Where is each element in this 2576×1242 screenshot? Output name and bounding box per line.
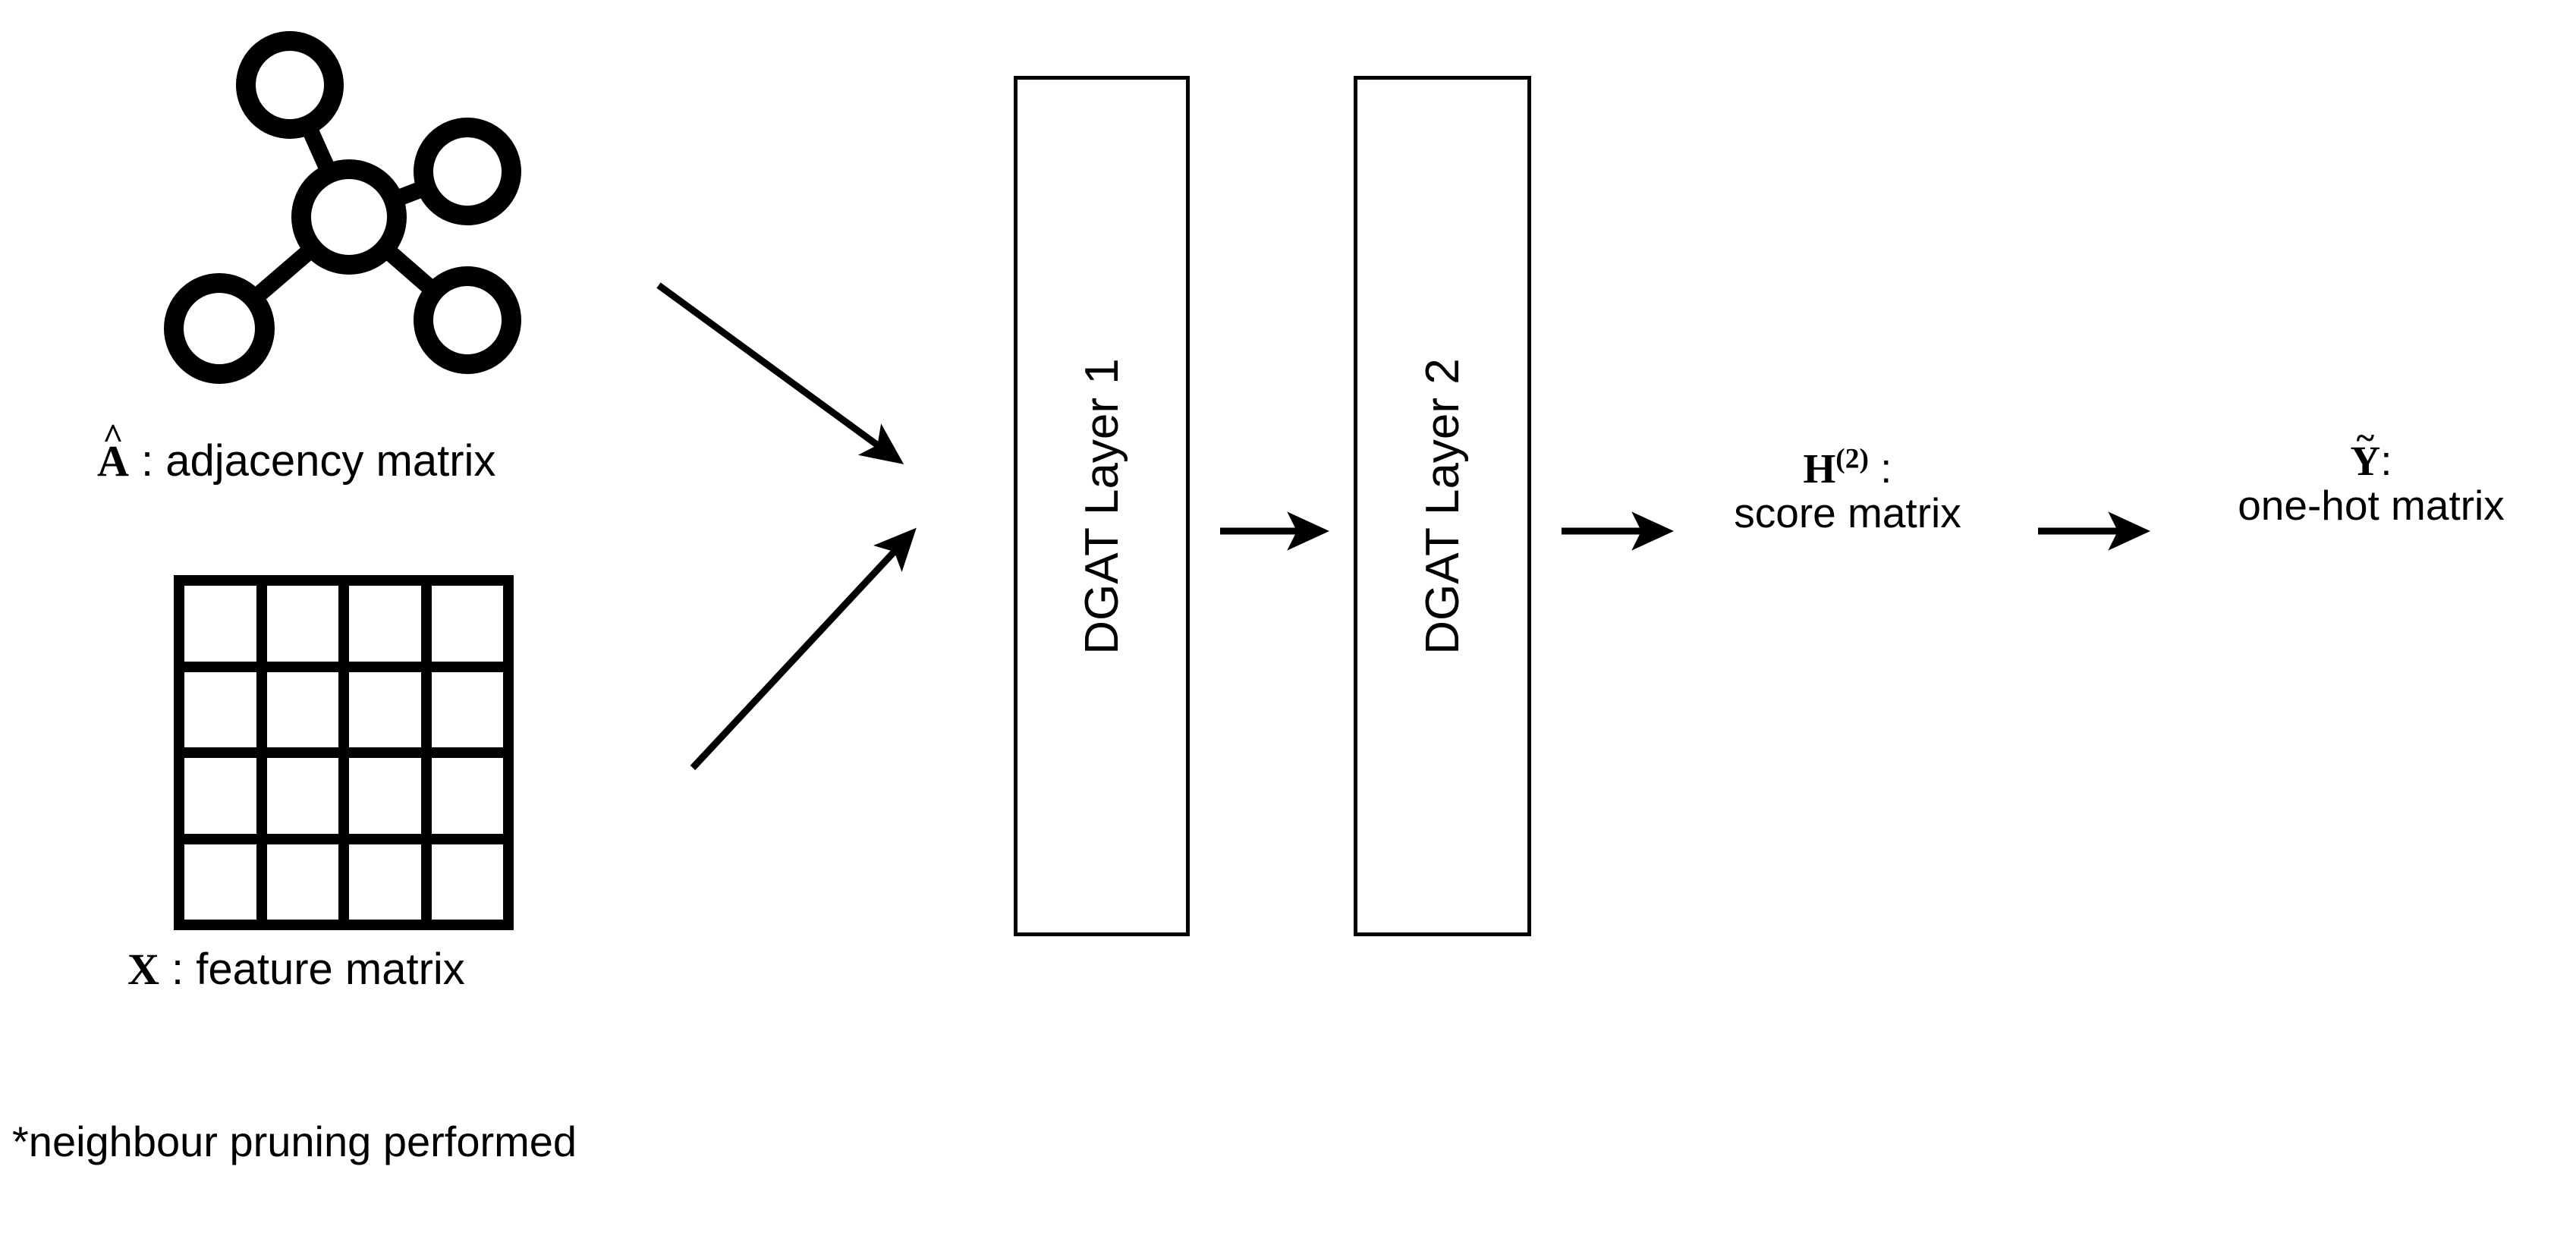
score-matrix-symbol-line: H(2) : [1688, 443, 2007, 492]
matrix-cell [184, 586, 256, 662]
feature-label: feature matrix [196, 945, 465, 994]
score-superscript: (2) [1835, 443, 1869, 475]
arrow-feature-to-layer1 [690, 527, 917, 771]
matrix-cell [431, 586, 503, 662]
adjacency-symbol-letter: A [97, 436, 129, 486]
one-hot-matrix-text: one-hot matrix [2238, 482, 2505, 530]
one-hot-symbol-line: ~Y: [2166, 420, 2576, 484]
one-hot-symbol-letter: ~Y [2350, 420, 2381, 484]
tilde-accent: ~ [2356, 418, 2375, 457]
matrix-cell [184, 844, 256, 920]
footnote-text: *neighbour pruning performed [12, 1118, 577, 1165]
dgat-layer-2-label: DGAT Layer 2 [1416, 357, 1469, 655]
dgat-layer-1-label: DGAT Layer 1 [1075, 357, 1128, 655]
dgat-layer-1-box[interactable]: DGAT Layer 1 [1014, 76, 1190, 936]
matrix-cell [349, 758, 421, 834]
adjacency-matrix-caption: ^A : adjacency matrix [97, 420, 496, 486]
matrix-cell [349, 586, 421, 662]
graph-node [236, 31, 344, 139]
score-matrix-caption: H(2) : score matrix [1688, 443, 2007, 537]
graph-node [414, 266, 521, 374]
dgat-layer-2-box[interactable]: DGAT Layer 2 [1354, 76, 1531, 936]
matrix-cell [184, 671, 256, 747]
matrix-cell [349, 671, 421, 747]
feature-separator: : [159, 945, 197, 994]
one-hot-colon: : [2380, 437, 2392, 484]
matrix-cell [266, 758, 338, 834]
score-symbol-letter: H [1803, 445, 1836, 492]
matrix-cell [349, 844, 421, 920]
graph-network-icon [164, 31, 521, 384]
score-matrix-text: score matrix [1734, 489, 1961, 537]
matrix-cell [266, 844, 338, 920]
adjacency-separator: : [128, 436, 166, 486]
matrix-cell [266, 586, 338, 662]
graph-node [164, 273, 275, 384]
one-hot-matrix-caption: ~Y: one-hot matrix [2166, 420, 2576, 530]
graph-node [414, 118, 521, 225]
feature-symbol-letter: X [127, 945, 159, 994]
matrix-cell [184, 758, 256, 834]
matrix-cell [266, 671, 338, 747]
matrix-cell [431, 844, 503, 920]
hat-accent: ^ [102, 417, 124, 457]
arrow-adjacency-to-layer1 [656, 282, 904, 464]
matrix-grid-icon [174, 575, 514, 930]
feature-matrix-caption: X : feature matrix [127, 945, 465, 994]
matrix-cell [431, 671, 503, 747]
one-hot-symbol-glyph: Y [2350, 438, 2381, 484]
adjacency-label: adjacency matrix [165, 436, 496, 486]
adjacency-symbol: ^A [97, 420, 129, 486]
feature-symbol: X [127, 945, 159, 994]
graph-node-center [291, 159, 407, 275]
matrix-cell [431, 758, 503, 834]
score-colon: : [1868, 445, 1892, 492]
